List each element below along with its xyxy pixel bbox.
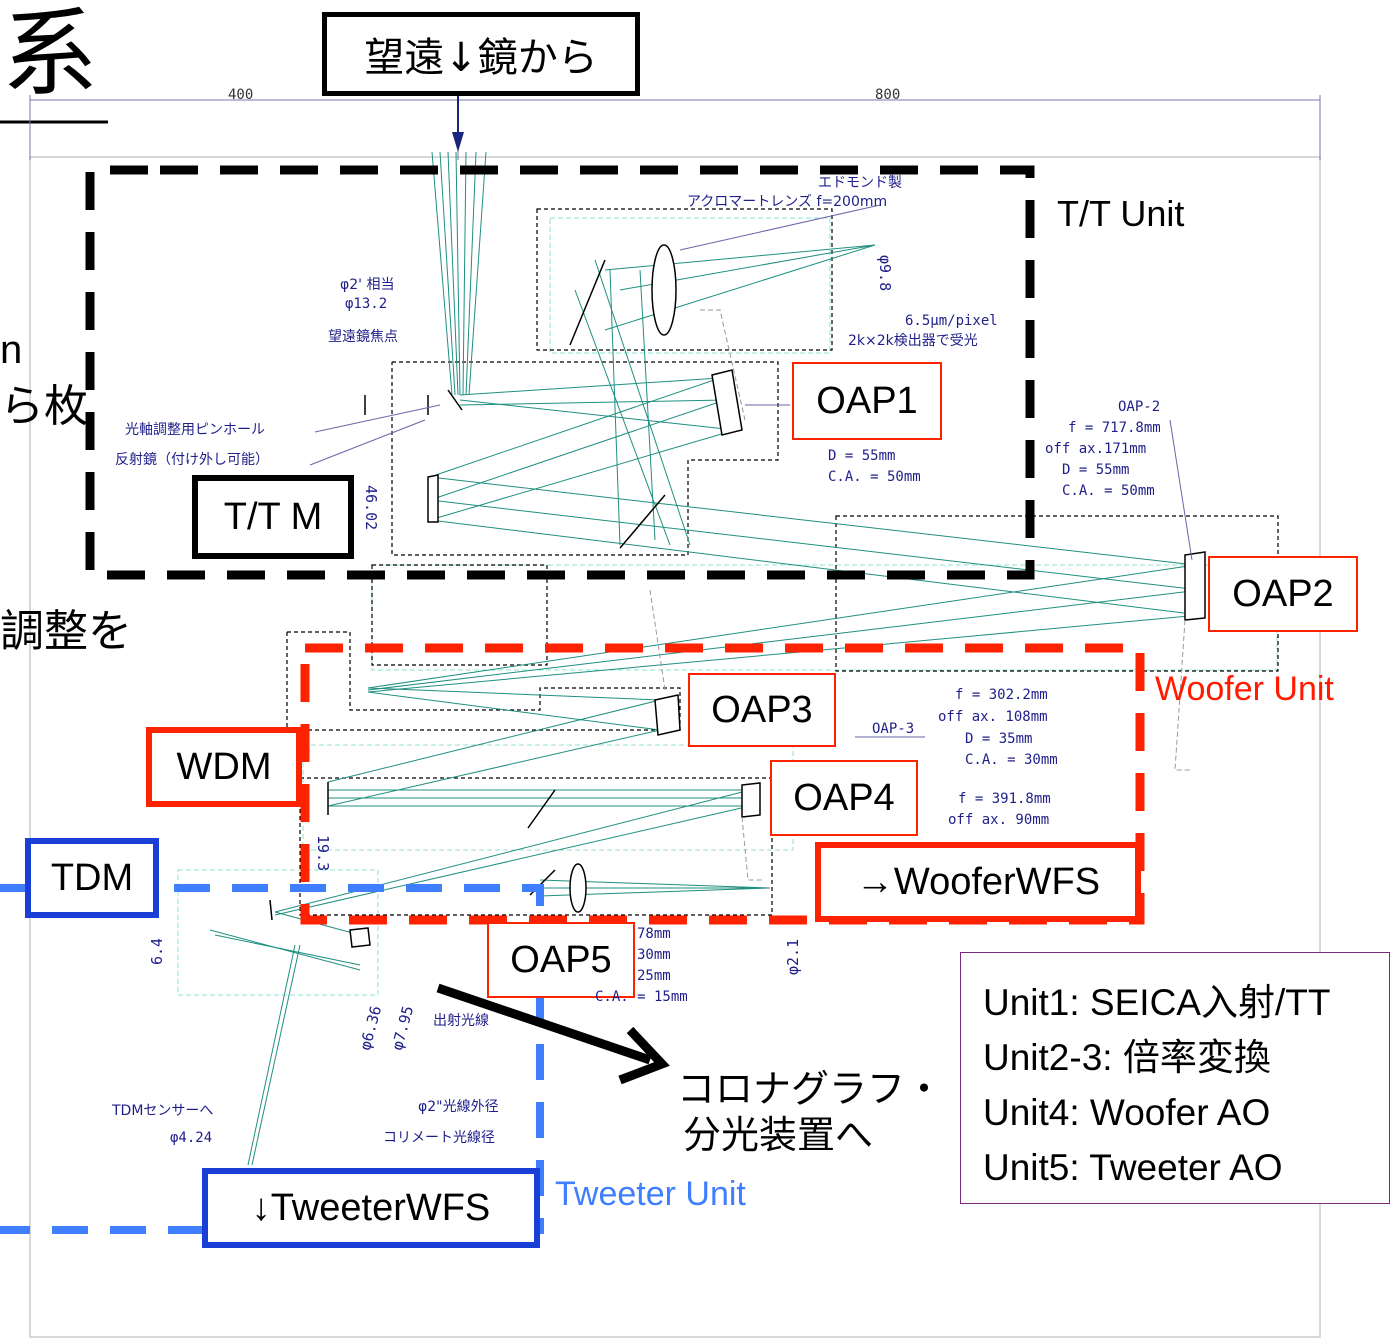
leader-lines	[309, 204, 1193, 738]
dimension-right: 800	[875, 87, 901, 103]
legend-item-unit4: Unit4: Woofer AO	[983, 1092, 1271, 1133]
wdm-box: WDM	[146, 727, 302, 807]
unit-legend: Unit1: SEICA入射/TT Unit2-3: 倍率変換 Unit4: W…	[960, 952, 1390, 1204]
dimension-line	[29, 95, 1321, 160]
oap5-spec-2: 30mm	[637, 947, 671, 963]
pinhole-label: 光軸調整用ピンホール	[125, 422, 265, 438]
phi2-label-1: φ2' 相当	[340, 277, 395, 293]
oap3-spec-3: D = 35mm	[965, 731, 1033, 747]
oap5-spec-1: 78mm	[637, 926, 671, 942]
oap5-spec-3: 25mm	[637, 968, 671, 984]
oap3-title: OAP-3	[872, 721, 915, 737]
pixel-label-2: 2k×2k検出器で受光	[848, 333, 978, 349]
dim-21: φ2.1	[784, 938, 802, 975]
output-arrow	[436, 983, 670, 1085]
oap1-spec-1: D = 55mm	[828, 448, 896, 464]
input-beam-box: 望遠↓鏡から	[322, 12, 640, 96]
oap2-spec-1: f = 717.8mm	[1068, 420, 1161, 436]
tweeter-unit-frame	[0, 884, 544, 1234]
oap5-spec-4: C.A. = 15mm	[595, 989, 688, 1005]
dim-193: 19.3	[314, 835, 332, 872]
oap1-box: OAP1	[792, 362, 942, 440]
tweeter-unit-label: Tweeter Unit	[555, 1175, 746, 1213]
oap4-spec-2: off ax. 90mm	[948, 812, 1050, 828]
left-partial-1: n	[0, 328, 23, 372]
oap3-spec-2: off ax. 108mm	[938, 709, 1048, 725]
legend-item-unit2-3: Unit2-3: 倍率変換	[983, 1037, 1271, 1078]
legend-item-unit5: Unit5: Tweeter AO	[983, 1147, 1283, 1188]
oap2-spec-4: C.A. = 50mm	[1062, 483, 1155, 499]
woofer-unit-label: Woofer Unit	[1155, 670, 1334, 708]
pixel-label-1: 6.5μm/pixel	[905, 313, 998, 329]
oap4-spec-1: f = 391.8mm	[958, 791, 1051, 807]
oap4-box: OAP4	[770, 760, 918, 836]
drawing-frame	[29, 156, 1321, 1338]
dimension-left: 400	[228, 87, 254, 103]
output-label-2: 分光装置へ	[683, 1113, 874, 1157]
phi98-label: φ9.8	[876, 255, 894, 292]
subunit-outlines	[286, 208, 1279, 916]
input-arrow	[452, 95, 464, 152]
oap3-spec-4: C.A. = 30mm	[965, 752, 1058, 768]
optical-elements	[269, 244, 1206, 948]
oap3-spec-1: f = 302.2mm	[955, 687, 1048, 703]
oap2-box: OAP2	[1208, 556, 1358, 632]
oap2-spec-2: off ax.171mm	[1045, 441, 1147, 457]
ttm-box: T/T M	[192, 475, 354, 559]
legend-item-unit1: Unit1: SEICA入射/TT	[983, 982, 1331, 1023]
tt-unit-frame	[85, 165, 1035, 580]
light-beams	[209, 151, 1201, 1166]
dim-64: 6.4	[148, 937, 166, 965]
phi2-outer-label: φ2"光線外径	[418, 1099, 499, 1115]
tdm-box: TDM	[25, 838, 159, 918]
edmund-label-2: アクロマートレンズ f=200mm	[687, 194, 888, 210]
tweeter-wfs-box: ↓TweeterWFS	[202, 1168, 540, 1248]
left-partial-2: ら枚	[0, 381, 88, 432]
tdm-sensor-label: TDMセンサーへ	[112, 1103, 214, 1119]
page-title: 系	[2, 0, 98, 110]
phi424-label: φ4.24	[170, 1130, 213, 1146]
mirror-label: 反射鏡（付け外し可能）	[115, 452, 269, 468]
oap3-box: OAP3	[688, 673, 836, 747]
focus-label: 望遠鏡焦点	[328, 329, 398, 345]
phi2-label-2: φ13.2	[345, 296, 388, 312]
output-label-1: コロナグラフ・	[677, 1067, 944, 1111]
woofer-wfs-box: →WooferWFS	[815, 842, 1141, 922]
oap5-box: OAP5	[487, 922, 635, 998]
oap2-title: OAP-2	[1118, 399, 1161, 415]
tt-unit-label: T/T Unit	[1057, 193, 1185, 234]
edmund-label-1: エドモンド製	[818, 175, 902, 191]
exit-beam-label: 出射光線	[433, 1013, 489, 1029]
dim-4602: 46.02	[362, 485, 380, 531]
oap2-spec-3: D = 55mm	[1062, 462, 1130, 478]
ghost-elements	[649, 309, 1190, 881]
left-partial-3: 調整を	[0, 606, 132, 657]
oap1-spec-2: C.A. = 50mm	[828, 469, 921, 485]
collimate-label: コリメート光線径	[383, 1130, 495, 1146]
